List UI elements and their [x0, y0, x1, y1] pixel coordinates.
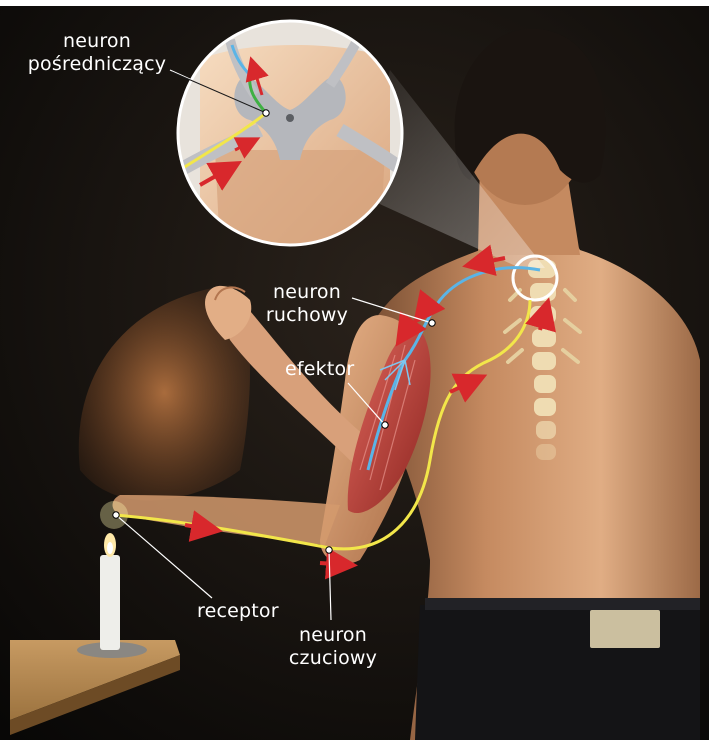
label-effector: efektor [285, 358, 354, 381]
trouser-label-patch [590, 610, 660, 648]
label-sensory-neuron: neuron czuciowy [283, 624, 383, 670]
candle [100, 555, 120, 650]
waistband [425, 598, 700, 610]
label-motor-neuron-line2: ruchowy [262, 304, 352, 327]
label-sensory-neuron-line2: czuciowy [283, 647, 383, 670]
label-interneuron-line1: neuron [22, 30, 172, 53]
top-border [0, 0, 709, 6]
candle-flame-core [107, 542, 113, 554]
label-motor-neuron-line1: neuron [262, 281, 352, 304]
label-interneuron-line2: pośredniczący [22, 53, 172, 76]
label-interneuron: neuron pośredniczący [22, 30, 172, 76]
interneuron-anchor-dot [263, 110, 269, 116]
label-motor-neuron: neuron ruchowy [262, 281, 352, 327]
label-receptor: receptor [197, 600, 279, 623]
label-sensory-neuron-line1: neuron [283, 624, 383, 647]
